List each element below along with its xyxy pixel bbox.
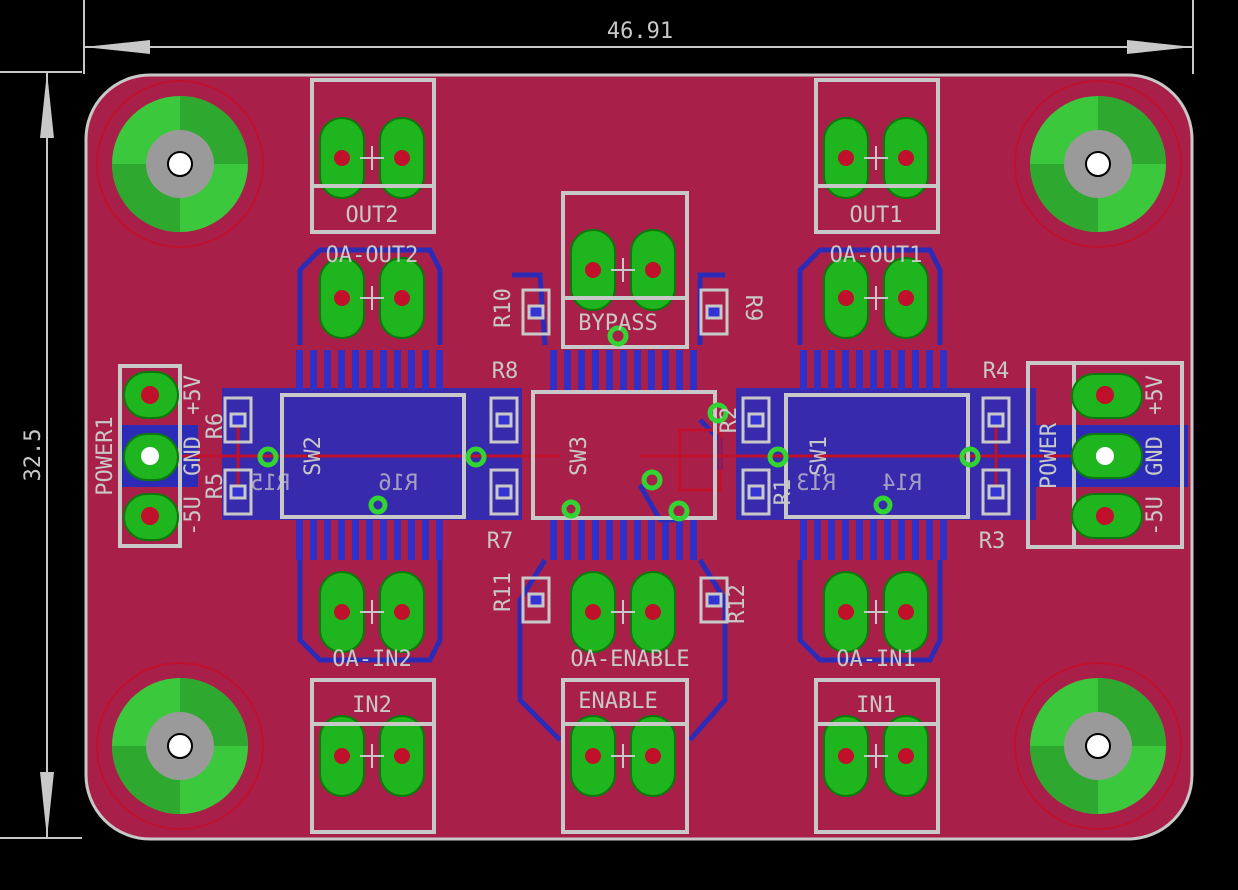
in1-header[interactable] (823, 715, 929, 797)
width-dimension-label: 46.91 (607, 19, 673, 44)
mount-hole-top-left (96, 80, 264, 248)
power1-header[interactable] (123, 371, 179, 541)
label-r15-mirrored: R15 (250, 471, 290, 496)
label-r6: R6 (203, 413, 228, 440)
r4-pad[interactable] (981, 396, 1011, 444)
vias (257, 325, 981, 522)
label-sw2: SW2 (301, 436, 326, 476)
mount-hole-bottom-left (96, 662, 264, 830)
oa-out1-header[interactable] (823, 257, 929, 339)
out2-header[interactable] (319, 117, 425, 199)
label-in1: IN1 (856, 693, 896, 718)
label-power-minus: -5U (1143, 496, 1168, 536)
label-out2: OUT2 (346, 203, 399, 228)
label-power-plus: +5V (1143, 375, 1168, 415)
r7-pad[interactable] (489, 468, 519, 516)
label-oa-out2: OA-OUT2 (326, 243, 419, 268)
oa-out2-header[interactable] (319, 257, 425, 339)
label-r5: R5 (203, 473, 228, 500)
mount-hole-top-right (1014, 80, 1182, 248)
r2-pad[interactable] (741, 396, 771, 444)
label-power1-minus: -5U (181, 496, 206, 536)
label-r2: R2 (717, 407, 742, 434)
label-power: POWER (1037, 422, 1062, 489)
label-oa-out1: OA-OUT1 (830, 243, 923, 268)
power-header[interactable] (1071, 373, 1143, 539)
r1-pad[interactable] (741, 468, 771, 516)
label-sw3: SW3 (567, 436, 592, 476)
r11-pad[interactable] (521, 576, 551, 624)
label-power1-plus: +5V (181, 375, 206, 415)
silkscreen-labels: OUT2 OUT1 OA-OUT2 OA-OUT1 BYPASS OA-IN2 … (93, 203, 1168, 718)
label-out1: OUT1 (850, 203, 903, 228)
label-r16-mirrored: R16 (378, 471, 418, 496)
in2-header[interactable] (319, 715, 425, 797)
enable-header[interactable] (570, 715, 676, 797)
height-dimension: 32.5 (0, 71, 82, 839)
r5-pad[interactable] (223, 468, 253, 516)
label-bypass: BYPASS (578, 311, 657, 336)
label-r4: R4 (983, 359, 1010, 384)
oa-in2-header[interactable] (319, 571, 425, 653)
label-r11: R11 (491, 572, 516, 612)
label-oa-in1: OA-IN1 (836, 647, 915, 672)
height-dimension-label: 32.5 (21, 429, 46, 482)
label-r9: R9 (740, 295, 765, 322)
label-in2: IN2 (352, 693, 392, 718)
label-power1-gnd: GND (181, 436, 206, 476)
label-r3: R3 (979, 529, 1006, 554)
label-r12: R12 (725, 584, 750, 624)
label-oa-enable: OA-ENABLE (570, 647, 689, 672)
label-power1: POWER1 (93, 416, 118, 495)
r12-pad[interactable] (699, 576, 729, 624)
label-oa-in2: OA-IN2 (332, 647, 411, 672)
r6-pad[interactable] (223, 396, 253, 444)
label-r13-mirrored: R13 (796, 471, 836, 496)
out1-header[interactable] (823, 117, 929, 199)
label-sw1: SW1 (807, 436, 832, 476)
width-dimension: 46.91 (83, 0, 1194, 74)
r10-pad[interactable] (521, 288, 551, 336)
label-r8: R8 (492, 359, 519, 384)
label-power-gnd: GND (1143, 436, 1168, 476)
label-r14-mirrored: R14 (882, 471, 922, 496)
oa-enable-header[interactable] (570, 571, 676, 653)
r8-pad[interactable] (489, 396, 519, 444)
r9-pad[interactable] (699, 288, 729, 336)
bypass-header[interactable] (570, 229, 676, 311)
label-r7: R7 (487, 529, 514, 554)
oa-in1-header[interactable] (823, 571, 929, 653)
label-r1: R1 (771, 479, 796, 506)
label-enable: ENABLE (578, 689, 657, 714)
r3-pad[interactable] (981, 468, 1011, 516)
mount-hole-bottom-right (1014, 662, 1182, 830)
label-r10: R10 (491, 288, 516, 328)
